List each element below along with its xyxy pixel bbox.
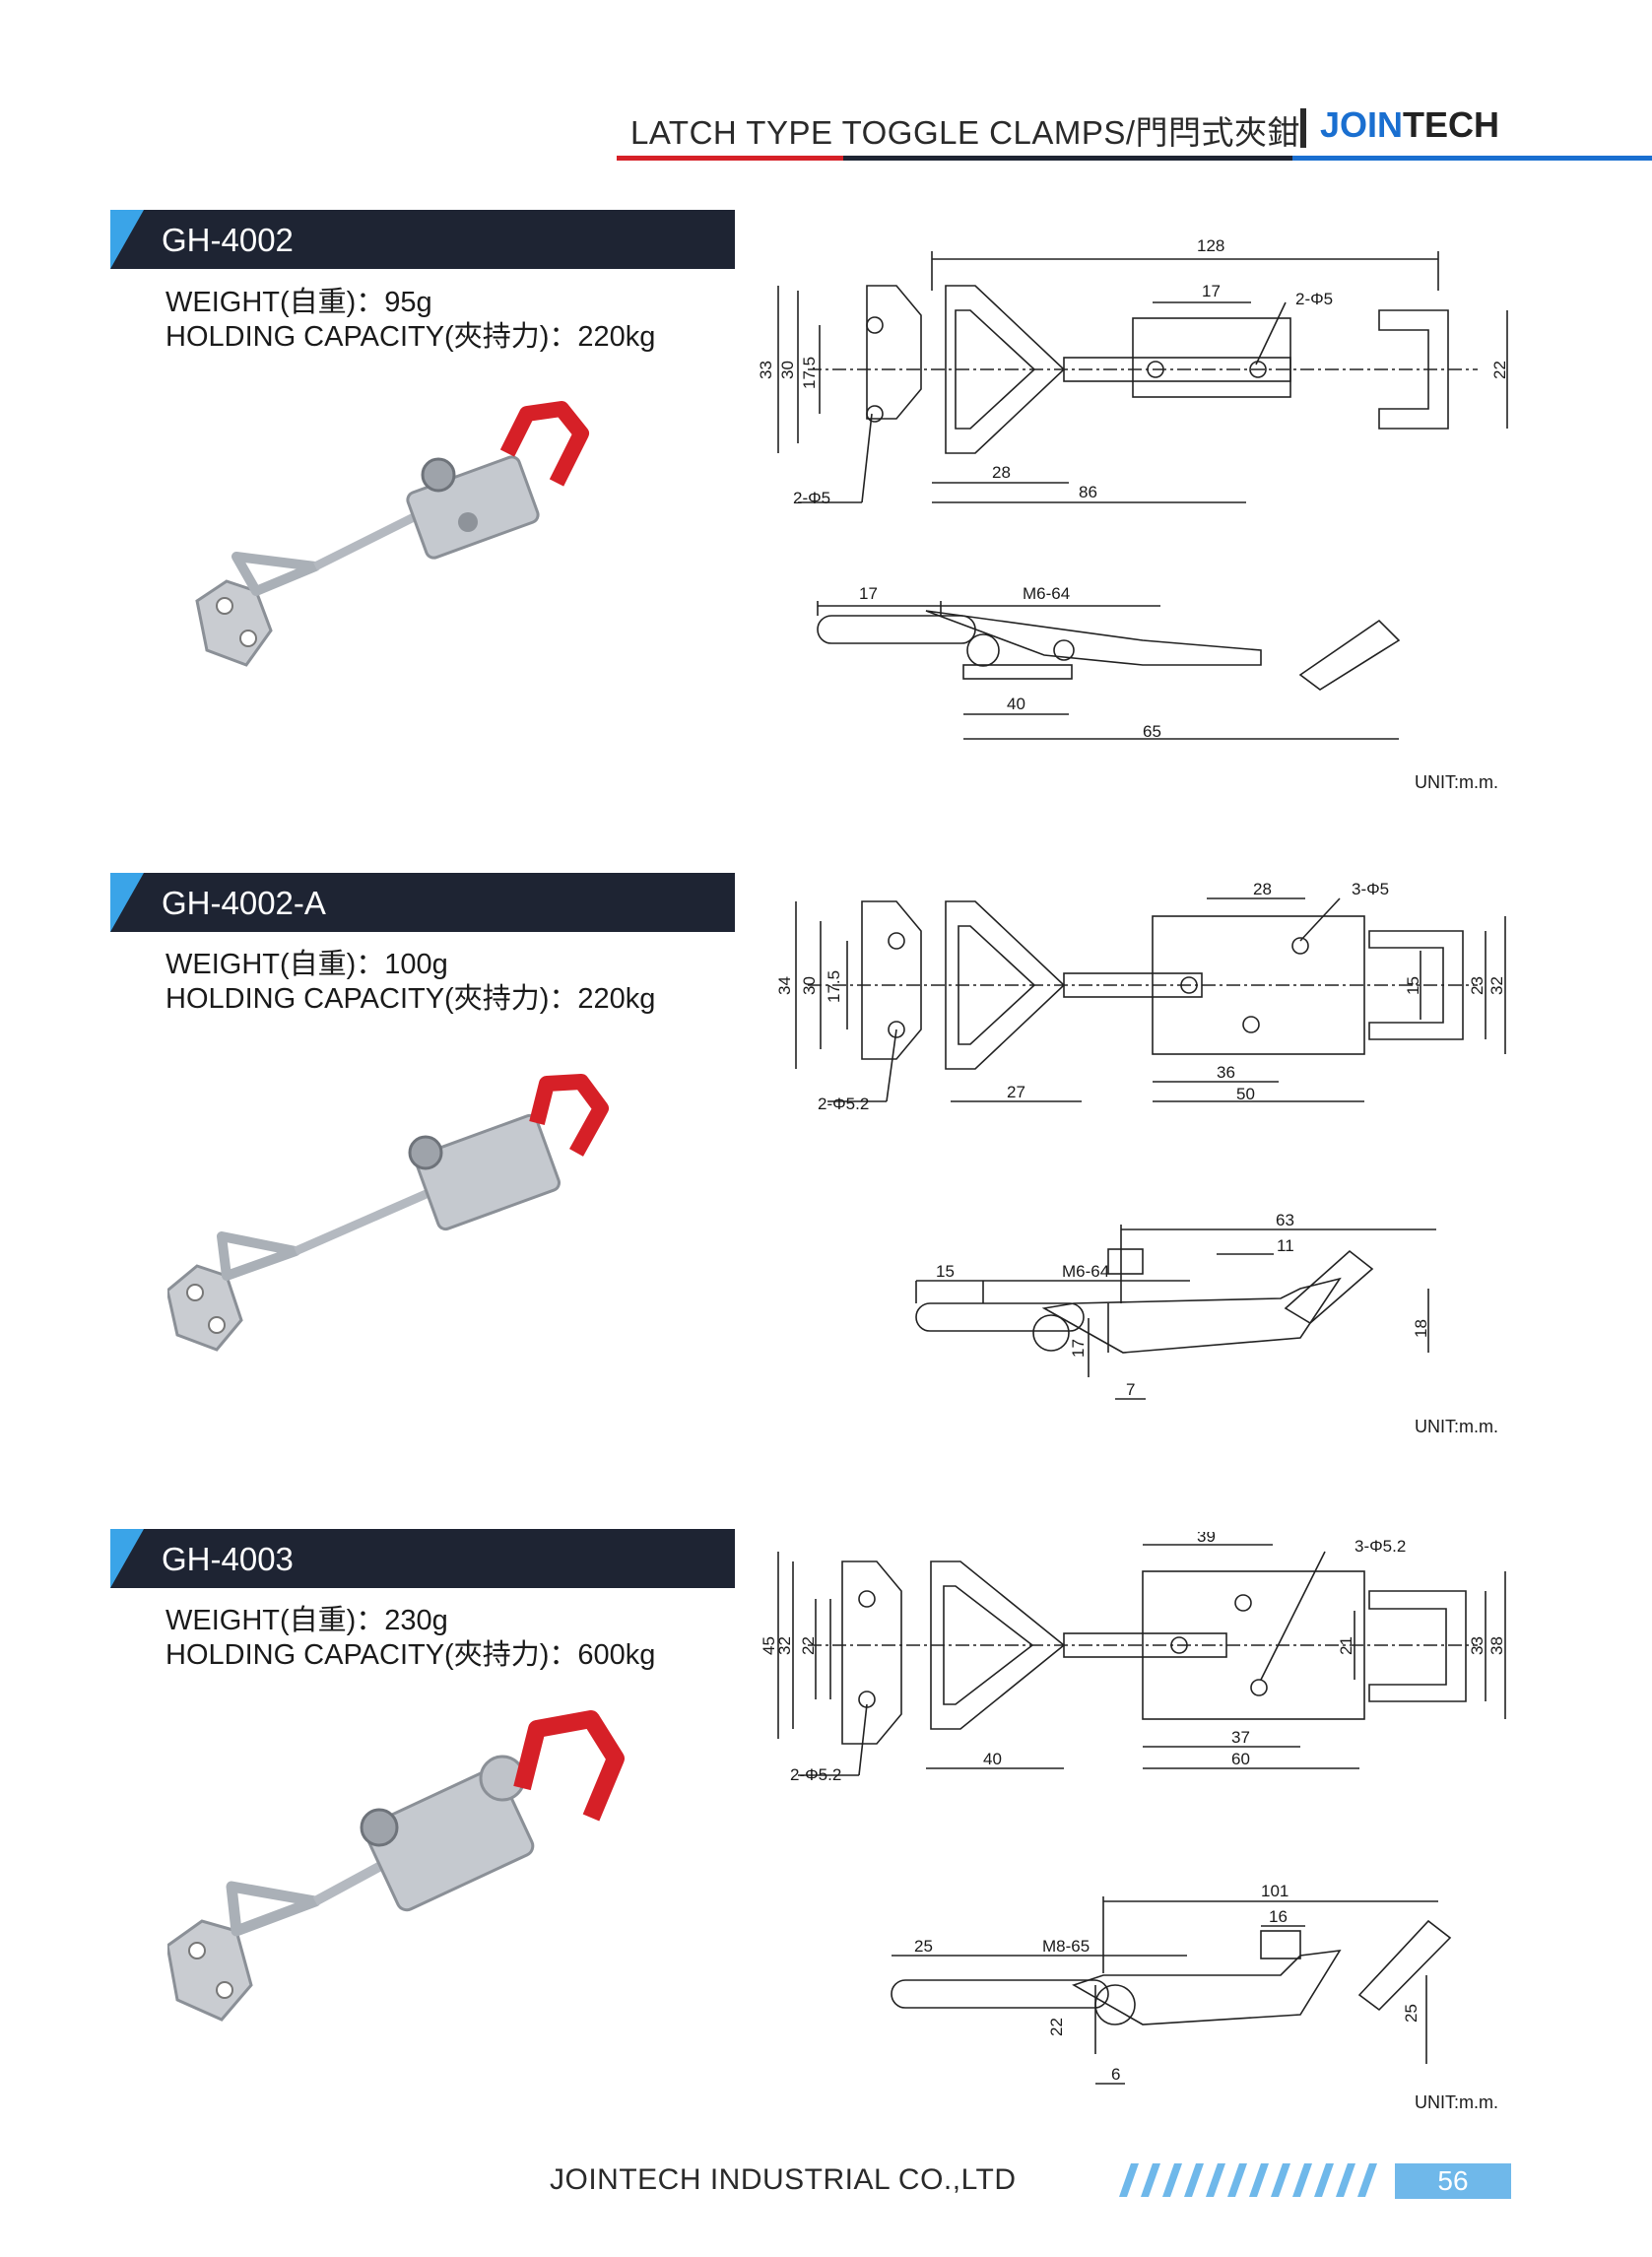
svg-text:33: 33 (1468, 1636, 1487, 1655)
unit-label: UNIT:m.m. (1415, 2092, 1498, 2112)
svg-text:23: 23 (1468, 976, 1487, 995)
capacity-spec: HOLDING CAPACITY(夾持力)：220kg (165, 983, 656, 1015)
svg-text:16: 16 (1269, 1907, 1288, 1926)
capacity-spec: HOLDING CAPACITY(夾持力)：600kg (165, 1639, 656, 1671)
svg-text:2-Φ5.2: 2-Φ5.2 (818, 1095, 869, 1113)
capacity-spec: HOLDING CAPACITY(夾持力)：220kg (165, 321, 656, 353)
weight-spec: WEIGHT(自重)：95g (165, 287, 432, 318)
header-rule-dark (843, 156, 1292, 161)
svg-text:25: 25 (914, 1937, 933, 1956)
svg-text:6: 6 (1111, 2065, 1120, 2084)
unit-label: UNIT:m.m. (1415, 772, 1498, 792)
product-photo (167, 1710, 625, 2022)
svg-text:101: 101 (1261, 1882, 1289, 1900)
svg-text:33: 33 (757, 361, 775, 379)
page-number: 56 (1395, 2163, 1511, 2199)
model-name: GH-4003 (162, 1541, 294, 1577)
product-photo (167, 1074, 609, 1352)
weight-spec: WEIGHT(自重)：230g (165, 1605, 448, 1636)
svg-text:50: 50 (1236, 1085, 1255, 1103)
model-bar: GH-4002 (110, 210, 735, 269)
model-bar: GH-4003 (110, 1529, 735, 1588)
svg-text:27: 27 (1007, 1083, 1025, 1101)
svg-text:22: 22 (1047, 2018, 1066, 2036)
spec-block: WEIGHT(自重)：230g HOLDING CAPACITY(夾持力)：60… (165, 1604, 655, 1673)
footer-stripes (1119, 2163, 1377, 2197)
svg-text:17: 17 (1202, 282, 1221, 300)
side-view-drawing: 17 M6-64 40 65 (817, 584, 1401, 741)
svg-text:3-Φ5: 3-Φ5 (1352, 880, 1389, 898)
model-bar: GH-4002-A (110, 873, 735, 932)
svg-text:17.5: 17.5 (825, 970, 843, 1003)
svg-text:7: 7 (1126, 1380, 1135, 1399)
svg-text:15: 15 (936, 1262, 955, 1281)
svg-text:39: 39 (1197, 1532, 1216, 1546)
svg-text:M6-64: M6-64 (1062, 1262, 1109, 1281)
svg-text:40: 40 (983, 1750, 1002, 1768)
svg-text:17.5: 17.5 (800, 357, 819, 389)
svg-text:22: 22 (799, 1636, 818, 1655)
svg-text:22: 22 (1490, 361, 1509, 379)
svg-text:30: 30 (778, 361, 797, 379)
svg-text:M8-65: M8-65 (1042, 1937, 1090, 1956)
header-separator (1300, 108, 1306, 148)
footer-company: JOINTECH INDUSTRIAL CO.,LTD (550, 2163, 1017, 2196)
svg-text:65: 65 (1143, 722, 1161, 741)
weight-spec: WEIGHT(自重)：100g (165, 949, 448, 980)
svg-text:11: 11 (1277, 1236, 1294, 1255)
svg-text:17: 17 (1069, 1339, 1088, 1358)
svg-text:2-Φ5.2: 2-Φ5.2 (790, 1765, 841, 1784)
brand-logo: JOINTECH (1320, 104, 1500, 145)
top-view-drawing: 28 3-Φ5 27 36 50 2-Φ5.2 34 30 17.5 15 23… (775, 880, 1506, 1113)
svg-text:38: 38 (1487, 1636, 1506, 1655)
svg-text:15: 15 (1404, 976, 1422, 995)
catalog-title: LATCH TYPE TOGGLE CLAMPS/門閂式夾鉗 (630, 114, 1301, 151)
top-view-drawing: 128 17 2-Φ5 28 86 2-Φ5 33 30 17.5 22 (757, 236, 1509, 507)
svg-text:45: 45 (760, 1636, 778, 1655)
product-photo (195, 401, 589, 667)
svg-text:86: 86 (1079, 483, 1097, 501)
svg-text:28: 28 (992, 463, 1011, 482)
svg-text:28: 28 (1253, 880, 1272, 898)
svg-text:2-Φ5: 2-Φ5 (1295, 290, 1333, 308)
svg-text:40: 40 (1007, 695, 1025, 713)
svg-text:36: 36 (1217, 1063, 1235, 1082)
svg-text:17: 17 (859, 584, 878, 603)
svg-text:37: 37 (1231, 1728, 1250, 1747)
svg-text:30: 30 (800, 976, 819, 995)
header-rule-red (617, 156, 843, 161)
svg-text:2-Φ5: 2-Φ5 (793, 489, 830, 507)
svg-text:63: 63 (1276, 1211, 1294, 1229)
svg-text:25: 25 (1402, 2004, 1421, 2023)
spec-block: WEIGHT(自重)：95g HOLDING CAPACITY(夾持力)：220… (165, 286, 655, 355)
svg-text:18: 18 (1412, 1319, 1430, 1338)
svg-text:128: 128 (1197, 236, 1224, 255)
side-view-drawing: 101 16 25 M8-65 22 6 25 (891, 1882, 1452, 2085)
svg-text:21: 21 (1337, 1636, 1355, 1655)
model-name: GH-4002 (162, 222, 294, 258)
model-name: GH-4002-A (162, 885, 326, 921)
unit-label: UNIT:m.m. (1415, 1417, 1498, 1436)
svg-text:M6-64: M6-64 (1023, 584, 1070, 603)
svg-text:60: 60 (1231, 1750, 1250, 1768)
svg-text:32: 32 (1487, 976, 1506, 995)
top-view-drawing: 39 3-Φ5.2 40 37 60 2-Φ5.2 45 32 22 21 33… (760, 1532, 1506, 1784)
side-view-drawing: 63 11 15 M6-64 17 7 18 (915, 1211, 1436, 1400)
header-rule-blue (1292, 156, 1652, 161)
svg-text:34: 34 (775, 976, 794, 995)
svg-text:32: 32 (775, 1636, 794, 1655)
svg-text:3-Φ5.2: 3-Φ5.2 (1355, 1537, 1406, 1556)
spec-block: WEIGHT(自重)：100g HOLDING CAPACITY(夾持力)：22… (165, 948, 655, 1017)
